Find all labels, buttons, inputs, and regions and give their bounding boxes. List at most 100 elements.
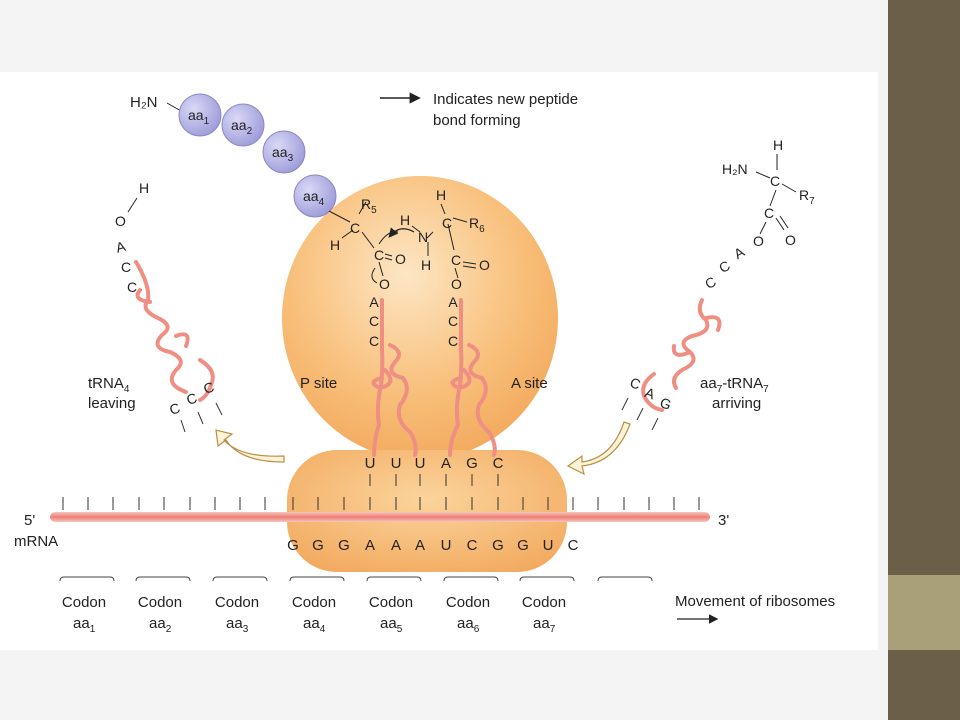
codon-word: Codon	[446, 594, 490, 611]
p-chem-h3: H	[421, 257, 431, 273]
a-site-trna: A C C	[448, 294, 497, 457]
svg-text:R6: R6	[469, 215, 485, 235]
a-chem-h: H	[436, 187, 446, 203]
codon-aa: aa	[149, 615, 166, 632]
arriving-trna: H H₂N C R7 C O O A C C C A G	[621, 137, 815, 431]
p-trna-acc: C	[369, 333, 379, 349]
codon-aa-sub: 6	[474, 624, 480, 635]
amino-acid-label: aa	[188, 107, 204, 123]
arriving-anticodon: C	[628, 374, 643, 392]
leaving-label-main: tRNA	[88, 375, 124, 392]
leaving-acc: A	[114, 238, 128, 256]
codon-aa: aa	[380, 615, 397, 632]
p-chem-r: R	[361, 196, 371, 212]
svg-text:aa1: aa1	[73, 615, 96, 635]
anticodon-base: U	[415, 455, 426, 472]
codon-word: Codon	[369, 594, 413, 611]
anticodon-base: U	[391, 455, 402, 472]
anticodon-base: C	[493, 455, 504, 472]
arriving-label-2: arriving	[712, 395, 761, 412]
a-trna-acc: A	[448, 294, 458, 310]
amino-acid-bead	[178, 93, 222, 137]
leaving-anticodon: C	[167, 399, 182, 417]
svg-text:aa6: aa6	[457, 615, 480, 635]
mrna-base: A	[391, 537, 401, 554]
legend-line-2: bond forming	[433, 112, 521, 129]
leaving-acc: C	[127, 279, 137, 295]
codon-aa-sub: 1	[90, 624, 96, 635]
p-chem-n: N	[418, 229, 428, 245]
p-trna-acc: C	[369, 313, 379, 329]
a-chem-c2: C	[451, 252, 461, 268]
decorative-sidebar-block	[888, 575, 960, 650]
leaving-oh-h: H	[139, 180, 149, 196]
codon-labels: Codon Codon Codon Codon Codon Codon Codo…	[62, 594, 566, 611]
amino-acid-label: aa	[272, 144, 288, 160]
svg-text:aa3: aa3	[226, 615, 249, 635]
mrna-base: C	[467, 537, 478, 554]
leaving-arrow	[215, 429, 285, 463]
svg-text:tRNA4: tRNA4	[88, 375, 130, 395]
a-chem-o1: O	[479, 257, 490, 273]
codon-aa-sub: 7	[550, 624, 556, 635]
movement-label: Movement of ribosomes	[675, 593, 835, 610]
codon-brackets	[59, 576, 653, 582]
mrna-label: mRNA	[14, 533, 58, 550]
codon-aa-sub: 4	[320, 624, 326, 635]
svg-text:aa7-tRNA7: aa7-tRNA7	[700, 375, 769, 395]
mrna-base: G	[338, 537, 350, 554]
mrna-bases: G G G A A A U C G G U C	[287, 537, 578, 554]
peptide-amine: H₂N	[130, 94, 158, 111]
leaving-oh-o: O	[115, 213, 126, 229]
a-chem-r: R	[469, 215, 479, 231]
arriving-acc: C	[716, 257, 733, 276]
bound-anticodons: U U U A G C	[365, 455, 504, 472]
svg-text:aa1: aa1	[188, 107, 210, 127]
codon-aa: aa	[303, 615, 320, 632]
arriving-c: C	[770, 173, 780, 189]
mrna-base: A	[365, 537, 375, 554]
codon-aa: aa	[457, 615, 474, 632]
arriving-acc: A	[731, 243, 748, 262]
svg-text:R7: R7	[799, 187, 815, 207]
p-site-trna: A C C	[369, 294, 418, 457]
codon-word: Codon	[522, 594, 566, 611]
p-chem-c2: C	[374, 247, 384, 263]
arriving-amine: H₂N	[722, 161, 748, 177]
mrna-base: U	[441, 537, 452, 554]
leaving-anticodon: C	[184, 389, 199, 407]
svg-text:aa4: aa4	[303, 615, 326, 635]
mrna-base: U	[543, 537, 554, 554]
a-chem-c1: C	[442, 215, 452, 231]
amino-acid-bead	[293, 174, 337, 218]
codon-word: Codon	[138, 594, 182, 611]
mrna-strand	[50, 512, 710, 522]
svg-text:aa5: aa5	[380, 615, 403, 635]
arriving-o2: O	[753, 233, 764, 249]
svg-text:aa3: aa3	[272, 144, 294, 164]
arriving-anticodon: G	[658, 394, 674, 413]
anticodon-base: A	[441, 455, 451, 472]
p-chem-c1: C	[350, 220, 360, 236]
leaving-acc: C	[121, 259, 131, 275]
a-site-label: A site	[511, 375, 548, 392]
mrna-base: G	[517, 537, 529, 554]
anticodon-base: U	[365, 455, 376, 472]
leaving-label-2: leaving	[88, 395, 136, 412]
a-chem-o2: O	[451, 276, 462, 292]
p-chem-o2: O	[379, 276, 390, 292]
arriving-h: H	[773, 137, 783, 153]
amino-acid-label: aa	[303, 188, 319, 204]
ribosome-small-subunit	[287, 450, 567, 572]
a-site-chemistry	[440, 203, 477, 279]
a-trna-acc: C	[448, 313, 458, 329]
peptide-chain	[178, 93, 337, 218]
codon-aa: aa	[73, 615, 90, 632]
mrna-base: G	[312, 537, 324, 554]
p-trna-acc: A	[369, 294, 379, 310]
codon-amino-labels: aa1 aa2 aa3 aa4 aa5 aa6 aa7	[73, 615, 556, 635]
mrna-base: G	[492, 537, 504, 554]
mrna-tick-marks	[62, 497, 700, 510]
p-chem-o1: O	[395, 251, 406, 267]
